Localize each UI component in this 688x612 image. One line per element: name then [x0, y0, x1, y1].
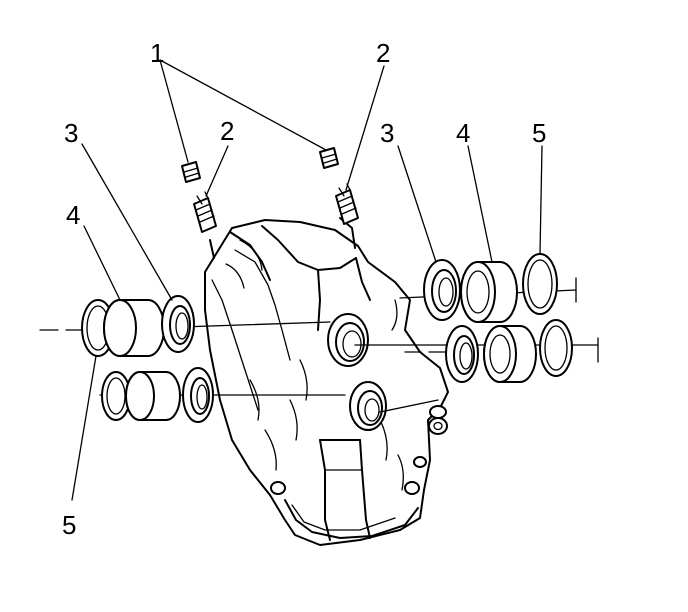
seal-left-lower — [182, 367, 214, 423]
caliper-housing — [204, 217, 449, 546]
callout-3-right: 3 — [380, 118, 394, 148]
callout-5-right: 5 — [532, 118, 546, 148]
bleeder-cap-left — [181, 161, 201, 183]
callout-2-right: 2 — [376, 38, 390, 68]
piston-right-upper — [460, 261, 518, 323]
seal-right-lower — [445, 325, 479, 383]
bleeder-cap-right — [319, 147, 339, 169]
seal-right-upper — [423, 259, 461, 321]
leader-lines — [71, 59, 543, 501]
callout-5-left: 5 — [62, 510, 76, 540]
bleeder-valve-right — [335, 183, 359, 225]
piston-right-lower — [483, 325, 537, 383]
callout-4-left: 4 — [66, 200, 80, 230]
boot-right-lower — [539, 319, 573, 377]
callout-4-right: 4 — [456, 118, 470, 148]
seal-left-upper — [161, 295, 195, 353]
callout-2-left: 2 — [220, 116, 234, 146]
callout-3-left: 3 — [64, 118, 78, 148]
bleeder-valve-left — [193, 191, 217, 233]
boot-right-upper — [522, 253, 558, 315]
piston-left-lower — [125, 371, 181, 421]
callout-1: 1 — [150, 38, 164, 68]
piston-left-upper — [103, 299, 165, 357]
